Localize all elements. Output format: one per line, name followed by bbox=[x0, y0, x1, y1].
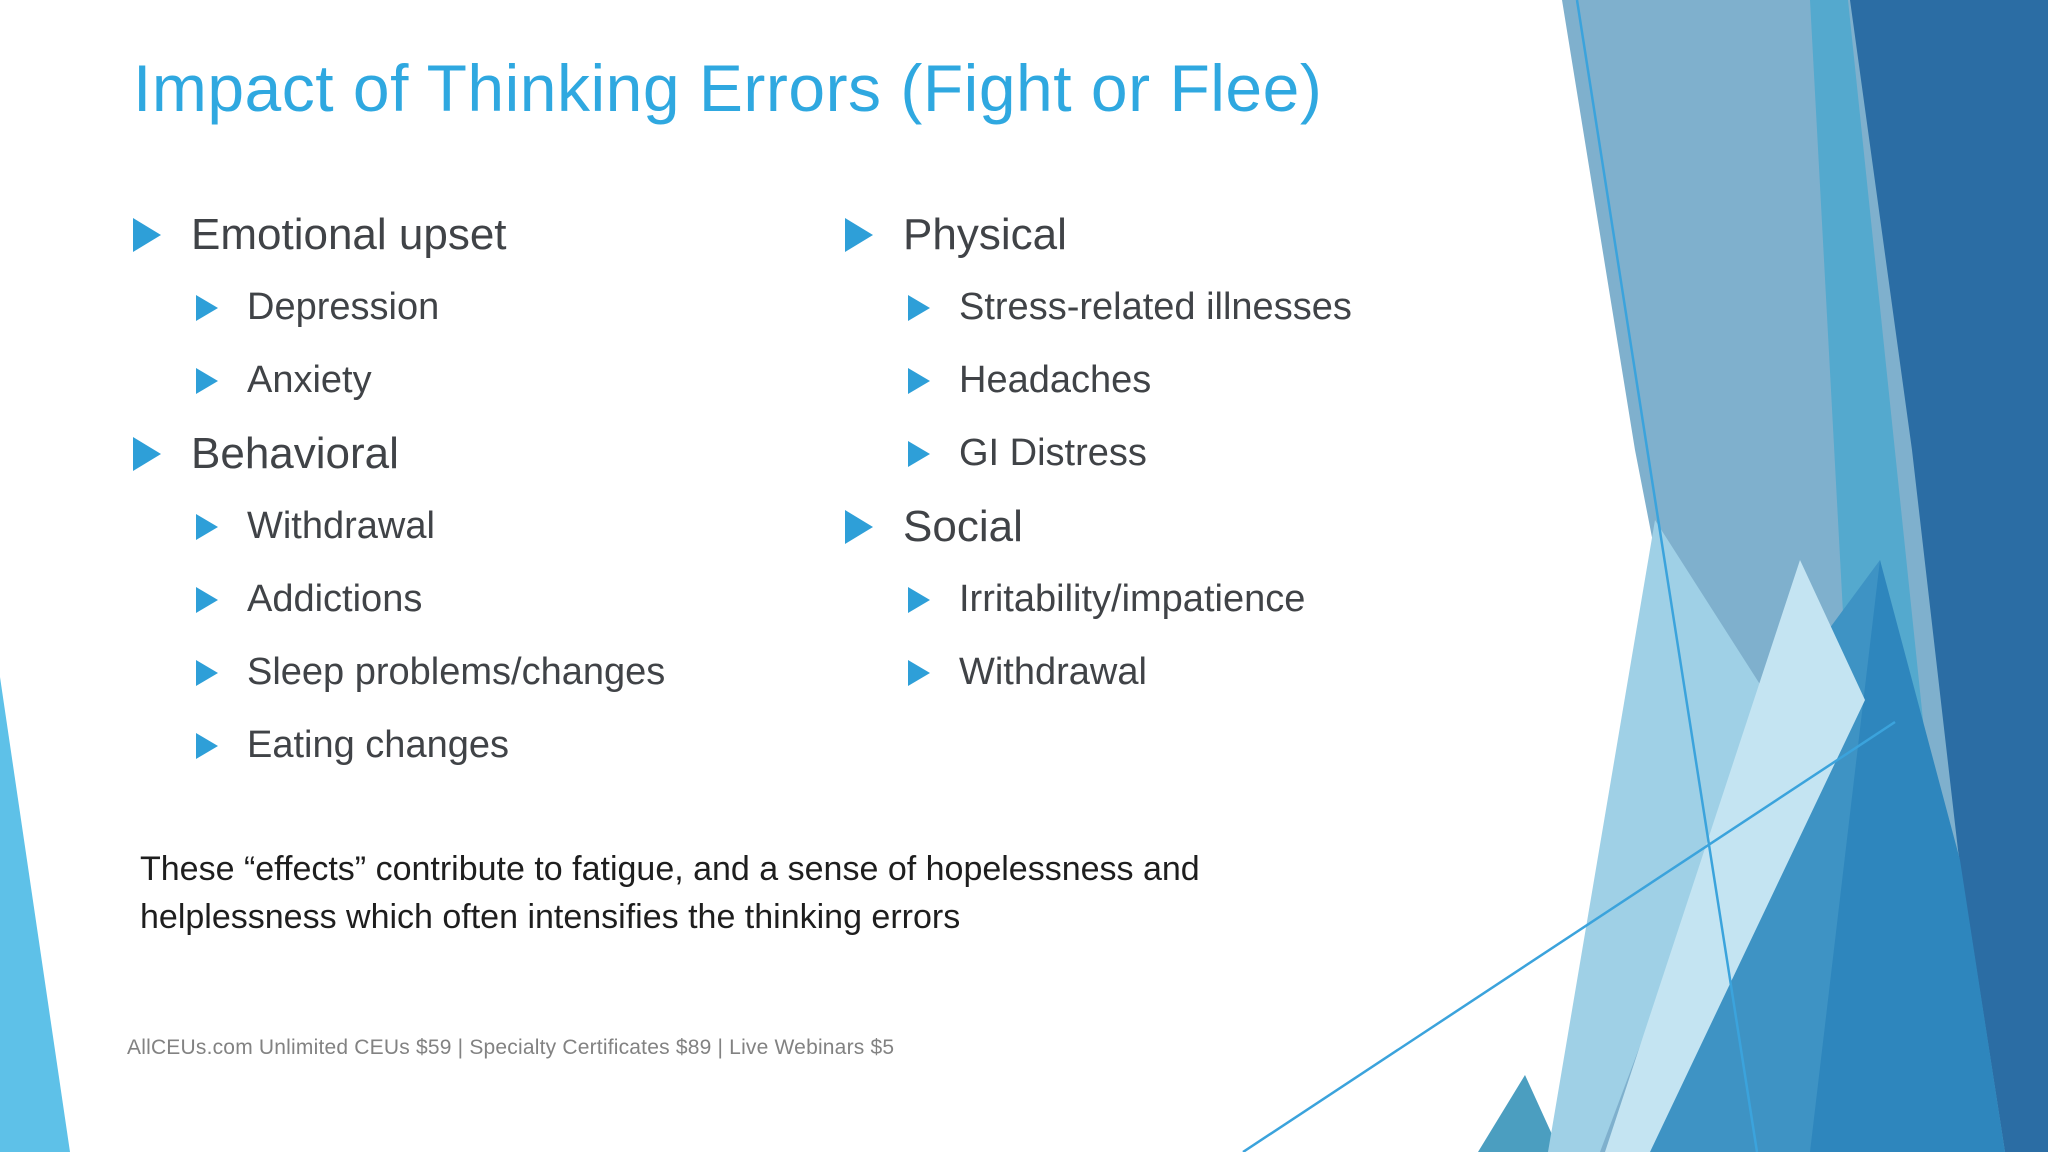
list-item: Social bbox=[845, 490, 1505, 563]
list-item: Headaches bbox=[845, 344, 1505, 417]
bullet-triangle-icon bbox=[845, 217, 873, 252]
list-item-label: Stress-related illnesses bbox=[959, 286, 1352, 328]
bullet-triangle-icon bbox=[908, 440, 930, 467]
decor-pale-wedge-b bbox=[1605, 560, 1865, 1152]
list-item: Emotional upset bbox=[133, 198, 833, 271]
bullet-triangle-icon bbox=[196, 732, 218, 759]
bullet-triangle-icon bbox=[196, 513, 218, 540]
decor-pale-wedge-a bbox=[1548, 520, 1770, 1152]
bullet-triangle-icon bbox=[845, 509, 873, 544]
list-item-label: Sleep problems/changes bbox=[247, 651, 666, 693]
list-item: Physical bbox=[845, 198, 1505, 271]
bullet-triangle-icon bbox=[196, 367, 218, 394]
decor-thin-line-vertical bbox=[1575, 0, 1759, 1152]
list-item-label: Headaches bbox=[959, 359, 1152, 401]
list-item: Sleep problems/changes bbox=[133, 636, 833, 709]
bullet-triangle-icon bbox=[908, 367, 930, 394]
list-item-label: Withdrawal bbox=[959, 651, 1147, 693]
list-item-label: Addictions bbox=[247, 578, 423, 620]
bullet-triangle-icon bbox=[908, 586, 930, 613]
list-item: Addictions bbox=[133, 563, 833, 636]
list-item-label: Eating changes bbox=[247, 724, 509, 766]
bullet-triangle-icon bbox=[196, 294, 218, 321]
list-item: GI Distress bbox=[845, 417, 1505, 490]
list-item: Anxiety bbox=[133, 344, 833, 417]
list-item-label: Physical bbox=[903, 209, 1067, 259]
decor-deep-shape bbox=[1810, 560, 2005, 1152]
list-item: Irritability/impatience bbox=[845, 563, 1505, 636]
list-item: Behavioral bbox=[133, 417, 833, 490]
decor-bottom-triangle bbox=[1478, 1075, 1560, 1152]
slide-title: Impact of Thinking Errors (Fight or Flee… bbox=[133, 51, 1323, 125]
footer-text: AllCEUs.com Unlimited CEUs $59 | Special… bbox=[127, 1036, 895, 1059]
bullet-triangle-icon bbox=[908, 294, 930, 321]
list-item: Depression bbox=[133, 271, 833, 344]
note-line: These “effects” contribute to fatigue, a… bbox=[140, 850, 1200, 888]
bullet-triangle-icon bbox=[908, 659, 930, 686]
list-item: Eating changes bbox=[133, 709, 833, 782]
list-item: Withdrawal bbox=[845, 636, 1505, 709]
bullet-triangle-icon bbox=[196, 659, 218, 686]
list-item-label: Emotional upset bbox=[191, 209, 507, 259]
decor-dark-shape bbox=[1850, 0, 2048, 1152]
list-item-label: Irritability/impatience bbox=[959, 578, 1306, 620]
bullet-triangle-icon bbox=[133, 436, 161, 471]
list-item-label: Depression bbox=[247, 286, 440, 328]
note-line: helplessness which often intensifies the… bbox=[140, 898, 961, 936]
bullet-triangle-icon bbox=[196, 586, 218, 613]
list-item-label: Behavioral bbox=[191, 428, 399, 478]
note-text: These “effects” contribute to fatigue, a… bbox=[140, 845, 1480, 941]
list-item: Stress-related illnesses bbox=[845, 271, 1505, 344]
list-item-label: Anxiety bbox=[247, 359, 372, 401]
list-item-label: Social bbox=[903, 501, 1023, 551]
list-item-label: GI Distress bbox=[959, 432, 1147, 474]
list-item: Withdrawal bbox=[133, 490, 833, 563]
bullet-triangle-icon bbox=[133, 217, 161, 252]
list-item-label: Withdrawal bbox=[247, 505, 435, 547]
decor-corner-wedge bbox=[0, 677, 70, 1152]
decor-thin-line-diagonal bbox=[1242, 720, 1896, 1152]
